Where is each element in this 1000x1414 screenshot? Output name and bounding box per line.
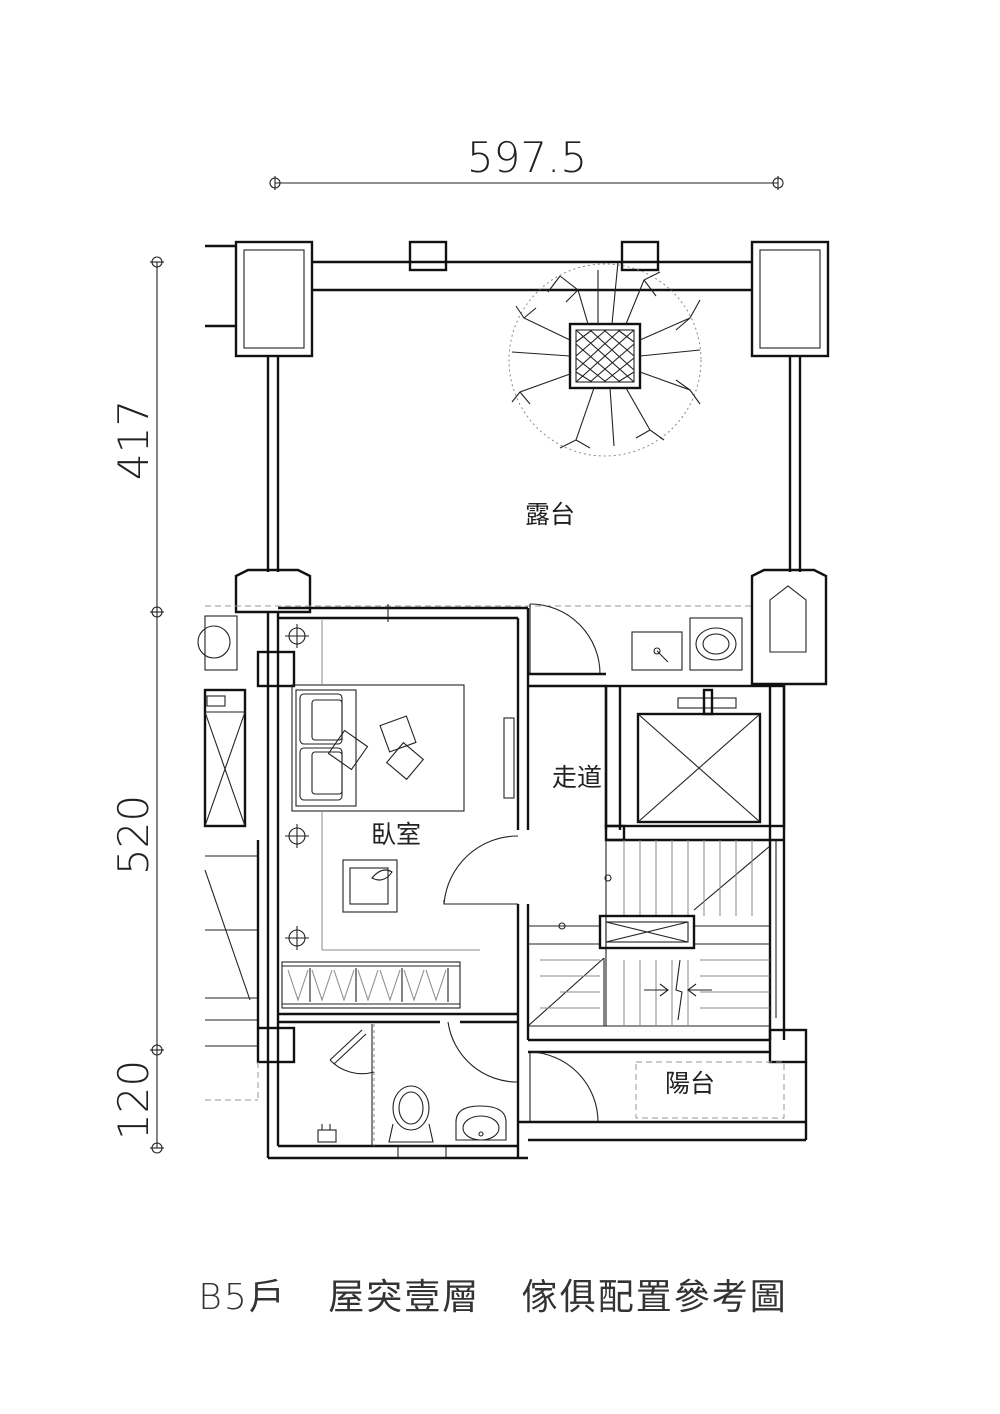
- dimension-top: 597.5: [269, 133, 784, 190]
- dimension-terrace-label: 417: [109, 400, 158, 480]
- title-unit: B5戶: [198, 1277, 287, 1318]
- faucet-icon: [317, 1124, 337, 1143]
- room-label-bedroom: 臥室: [371, 820, 421, 849]
- room-label-terrace: 露台: [525, 500, 575, 529]
- terrace-area: 露台: [205, 240, 830, 686]
- tree-planter-icon: [508, 261, 702, 457]
- wardrobe-icon: [281, 961, 461, 1009]
- bed-icon: [291, 684, 465, 812]
- main-floor: 臥室: [197, 603, 808, 1160]
- drawing-title: B5戶 屋突壹層 傢俱配置參考圖: [0, 1268, 1000, 1320]
- armchair-icon: [342, 859, 398, 913]
- staircase-icon: [527, 840, 771, 1027]
- dimension-left: 417 520 120: [109, 256, 164, 1154]
- toilet-icon: [388, 1085, 447, 1159]
- dimension-main-label: 520: [109, 795, 158, 875]
- floor-plan-drawing: 597.5 417 520 120: [109, 133, 830, 1160]
- elevator-icon: [604, 684, 786, 828]
- title-floor: 屋突壹層: [328, 1277, 481, 1318]
- title-caption: 傢俱配置參考圖: [521, 1277, 788, 1318]
- sink-icon: [455, 1105, 507, 1141]
- dimension-width-label: 597.5: [467, 133, 587, 182]
- dimension-balcony-label: 120: [109, 1060, 158, 1140]
- room-label-corridor: 走道: [552, 763, 602, 792]
- room-label-balcony: 陽台: [665, 1069, 715, 1098]
- lamp-icon: [285, 624, 309, 950]
